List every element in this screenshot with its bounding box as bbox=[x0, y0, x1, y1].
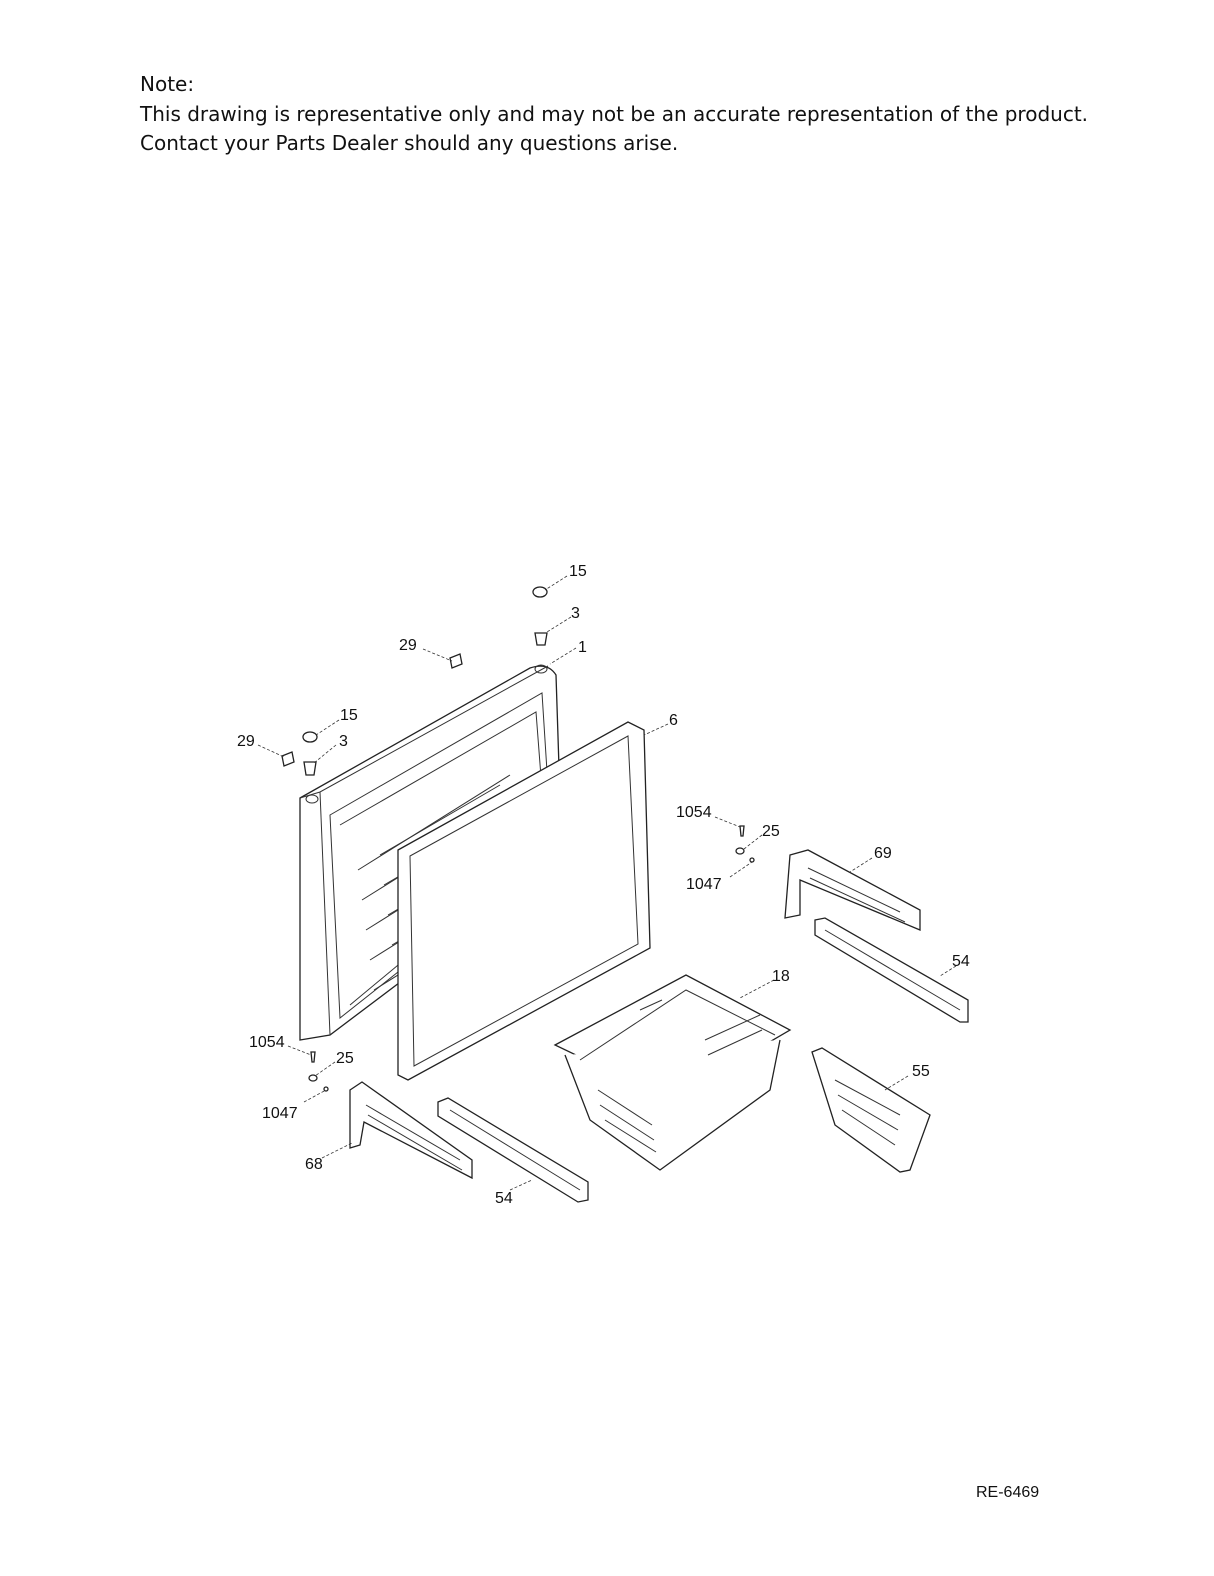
callout-1054-left: 1054 bbox=[249, 1034, 285, 1051]
callout-1047-right: 1047 bbox=[686, 876, 722, 893]
callout-29-top: 29 bbox=[399, 637, 417, 654]
left-bracket bbox=[349, 1081, 473, 1180]
callout-3-top: 3 bbox=[571, 605, 580, 622]
callout-69: 69 bbox=[874, 845, 892, 862]
callout-labels: 15 3 29 1 15 29 3 6 1054 25 1047 69 54 1… bbox=[237, 563, 970, 1207]
callout-1054-right: 1054 bbox=[676, 804, 712, 821]
hardware-left bbox=[308, 1051, 329, 1092]
callout-25-left: 25 bbox=[336, 1050, 354, 1067]
callout-25-right: 25 bbox=[762, 823, 780, 840]
callout-54-left: 54 bbox=[495, 1190, 513, 1207]
drawing-code: RE-6469 bbox=[976, 1484, 1040, 1501]
callout-18: 18 bbox=[772, 968, 790, 985]
note-title: Note: bbox=[140, 72, 195, 96]
callout-54-right: 54 bbox=[952, 953, 970, 970]
basket-divider bbox=[811, 1047, 931, 1173]
callout-3-left: 3 bbox=[339, 733, 348, 750]
hardware-top bbox=[281, 586, 548, 776]
note-disclaimer: This drawing is representative only and … bbox=[140, 102, 1089, 126]
right-rail bbox=[814, 917, 969, 1023]
leader-lines bbox=[257, 575, 957, 1191]
door-gasket bbox=[397, 721, 651, 1081]
callout-1047-left: 1047 bbox=[262, 1105, 298, 1122]
callout-55: 55 bbox=[912, 1063, 930, 1080]
right-bracket bbox=[784, 849, 921, 931]
callout-29-left: 29 bbox=[237, 733, 255, 750]
note-contact: Contact your Parts Dealer should any que… bbox=[140, 131, 679, 155]
callout-15-left: 15 bbox=[340, 707, 358, 724]
hardware-right bbox=[735, 825, 755, 863]
callout-68: 68 bbox=[305, 1156, 323, 1173]
left-rail bbox=[437, 1097, 589, 1203]
callout-15-top: 15 bbox=[569, 563, 587, 580]
callout-6: 6 bbox=[669, 712, 678, 729]
callout-1: 1 bbox=[578, 639, 587, 656]
freezer-basket bbox=[553, 974, 792, 1171]
